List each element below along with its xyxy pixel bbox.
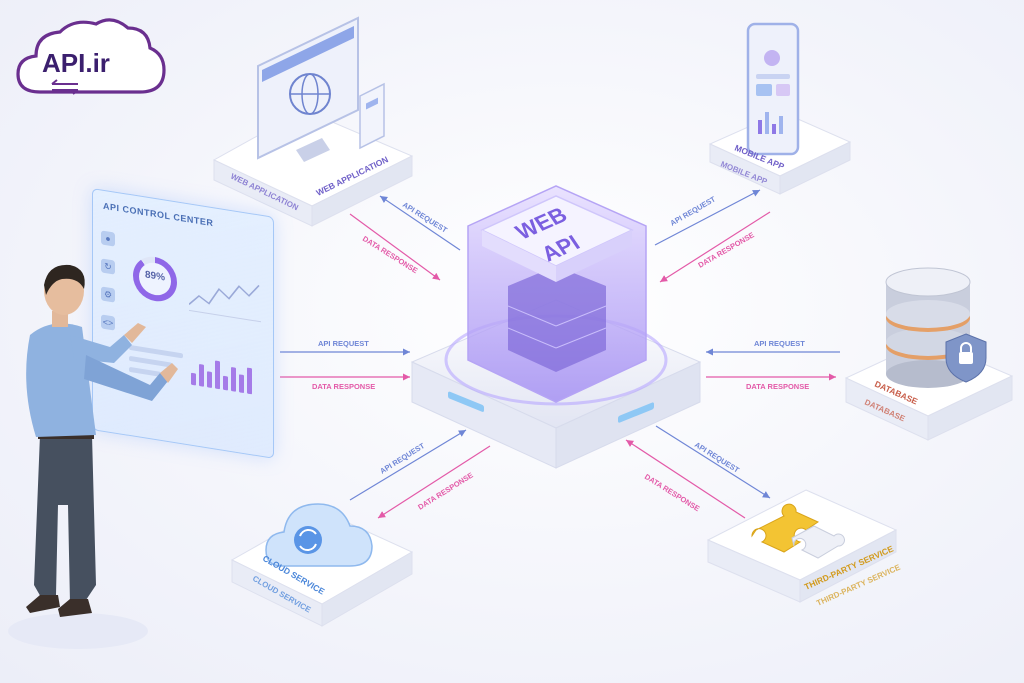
user-icon[interactable]: ● bbox=[101, 230, 115, 247]
logo-text: API.ir bbox=[42, 48, 110, 78]
panel-title: API CONTROL CENTER bbox=[103, 200, 214, 229]
arrow-request-mobile bbox=[654, 189, 761, 246]
label-request-database: API REQUEST bbox=[754, 339, 805, 348]
arrow-response-webapp bbox=[349, 213, 441, 281]
bar-chart-widget bbox=[191, 355, 261, 396]
arrow-response-thirdparty bbox=[625, 439, 746, 519]
arrow-request-cloud bbox=[349, 429, 467, 501]
label-response-database: DATA RESPONSE bbox=[746, 382, 809, 391]
line-chart-widget bbox=[189, 284, 261, 323]
person-figure bbox=[8, 264, 178, 649]
cloud-icon bbox=[265, 503, 373, 567]
arrow-request-thirdparty bbox=[655, 425, 771, 499]
user-avatar-icon bbox=[764, 50, 780, 66]
label-request-panel: API REQUEST bbox=[318, 339, 369, 348]
api-ir-logo: API.ir bbox=[16, 18, 166, 95]
monitor-icon bbox=[257, 16, 359, 160]
shield-lock-icon bbox=[945, 333, 987, 383]
arrow-response-mobile bbox=[659, 211, 771, 283]
label-response-panel: DATA RESPONSE bbox=[312, 382, 375, 391]
arrow-response-cloud bbox=[377, 445, 491, 519]
api-control-center-panel: API CONTROL CENTER ● ↻ ⚙ <> 89% bbox=[92, 188, 274, 459]
puzzle-piece-icon bbox=[751, 503, 845, 559]
arrow-request-webapp bbox=[379, 195, 461, 251]
